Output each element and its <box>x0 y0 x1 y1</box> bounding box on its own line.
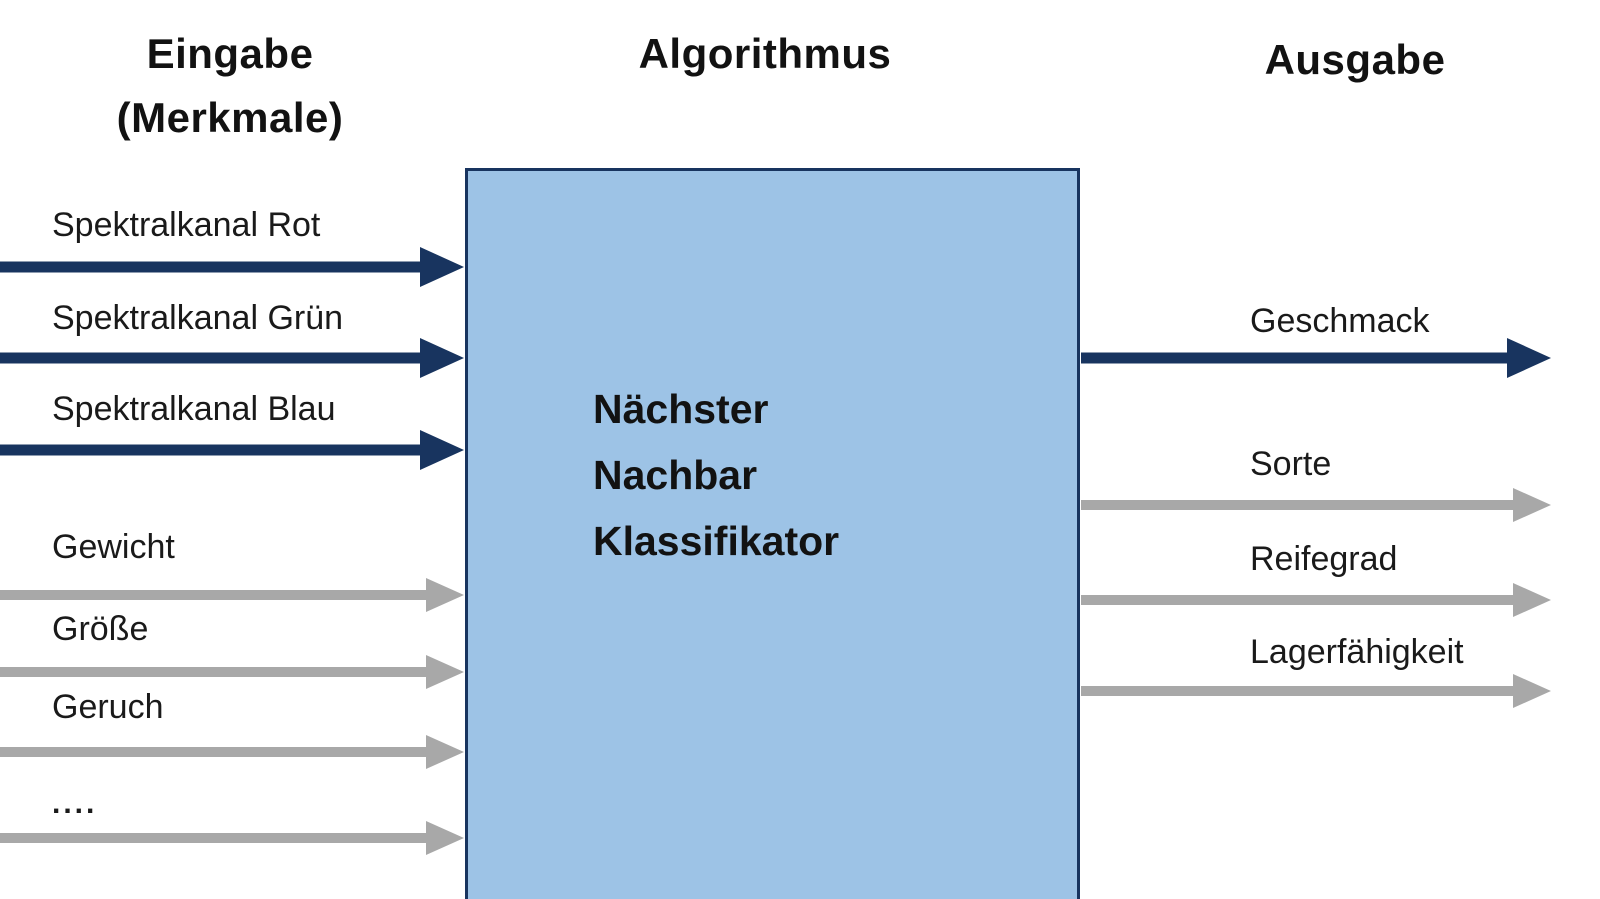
arrow-head <box>1513 674 1551 708</box>
input-label-spektralkanal-gruen: Spektralkanal Grün <box>52 299 344 337</box>
arrow-head <box>1513 488 1551 522</box>
algorithm-box: Nächster Nachbar Klassifikator <box>465 168 1080 899</box>
arrow-head <box>426 655 464 689</box>
arrow-head <box>420 338 464 378</box>
arrow-head <box>426 821 464 855</box>
output-label-sorte: Sorte <box>1250 445 1332 483</box>
arrow-right-icon <box>0 245 464 289</box>
arrow-head <box>1507 338 1551 378</box>
output-column-header: Ausgabe <box>1264 36 1446 83</box>
input-label-groesse: Größe <box>52 610 149 648</box>
input-label-spektralkanal-blau: Spektralkanal Blau <box>52 390 336 428</box>
output-label-lagerfaehigkeit: Lagerfähigkeit <box>1250 633 1464 671</box>
input-label-ellipsis: .... <box>52 787 98 820</box>
input-label-spektralkanal-rot: Spektralkanal Rot <box>52 206 321 244</box>
arrow-shaft <box>0 667 434 677</box>
output-label-geschmack: Geschmack <box>1250 302 1430 340</box>
arrow-head <box>420 247 464 287</box>
algorithm-column-header: Algorithmus <box>638 30 892 77</box>
arrow-shaft <box>1081 352 1517 364</box>
arrow-shaft <box>0 590 434 600</box>
arrow-right-icon <box>0 573 464 617</box>
arrow-right-icon <box>0 336 464 380</box>
algorithm-box-label: Nächster Nachbar Klassifikator <box>593 386 840 564</box>
arrow-head <box>1513 583 1551 617</box>
arrow-right-icon <box>0 816 464 860</box>
arrow-shaft <box>0 833 434 843</box>
arrow-shaft <box>0 352 430 364</box>
arrow-head <box>426 578 464 612</box>
arrow-shaft <box>1081 686 1521 696</box>
arrow-head <box>426 735 464 769</box>
arrow-right-icon <box>0 730 464 774</box>
input-column-header: Eingabe (Merkmale) <box>116 30 344 141</box>
arrow-shaft <box>0 444 430 456</box>
arrow-right-icon <box>1081 669 1551 713</box>
arrow-shaft <box>1081 595 1521 605</box>
arrow-shaft <box>0 261 430 273</box>
arrow-head <box>420 430 464 470</box>
output-label-reifegrad: Reifegrad <box>1250 540 1398 578</box>
arrow-shaft <box>1081 500 1521 510</box>
arrow-shaft <box>0 747 434 757</box>
arrow-right-icon <box>0 428 464 472</box>
arrow-right-icon <box>1081 483 1551 527</box>
input-label-gewicht: Gewicht <box>52 528 175 566</box>
arrow-right-icon <box>1081 578 1551 622</box>
arrow-right-icon <box>1081 336 1551 380</box>
input-label-geruch: Geruch <box>52 688 164 726</box>
arrow-right-icon <box>0 650 464 694</box>
